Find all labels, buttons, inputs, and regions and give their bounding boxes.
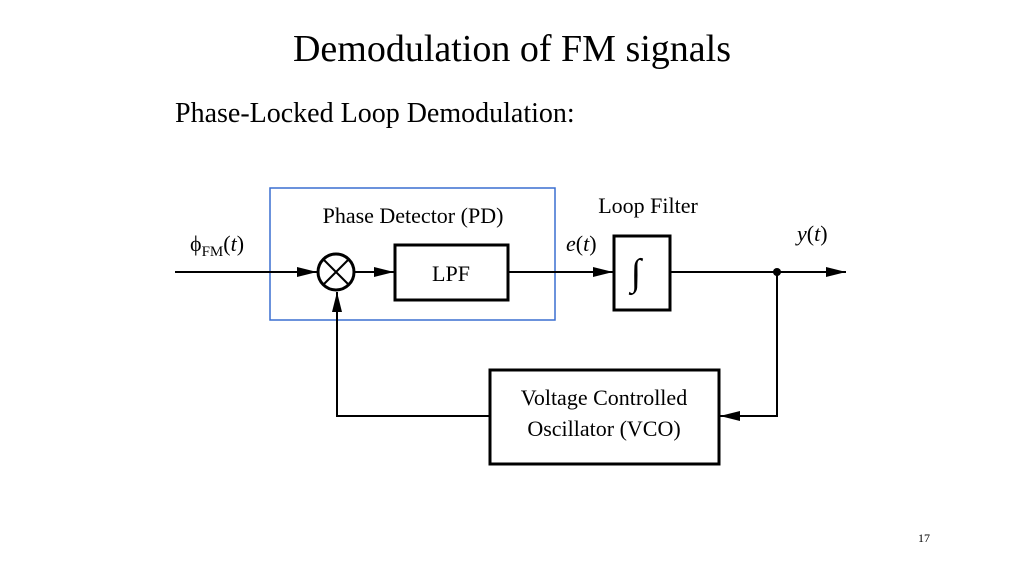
vco-to-multiplier-line <box>332 292 490 417</box>
input-signal-label: ϕFM(t) <box>190 231 244 260</box>
output-signal-open-paren: ( <box>807 221 814 246</box>
error-signal-arg: t <box>583 231 590 256</box>
error-signal-var: e <box>566 231 576 256</box>
vco-label-line2: Oscillator (VCO) <box>527 416 680 441</box>
output-signal-close-paren: ) <box>820 221 827 246</box>
input-signal-subscript: FM <box>202 244 224 260</box>
vco-block <box>488 368 721 466</box>
input-signal-symbol: ϕ <box>190 231 202 256</box>
output-signal-label: y(t) <box>795 221 828 246</box>
loop-filter-label: Loop Filter <box>598 193 698 218</box>
input-signal-var: t <box>231 231 238 256</box>
phase-detector-label: Phase Detector (PD) <box>323 203 504 228</box>
output-signal-var: y <box>795 221 807 246</box>
lpf-label: LPF <box>432 261 470 286</box>
error-signal-close-paren: ) <box>589 231 596 256</box>
input-signal-close-paren: ) <box>237 231 244 256</box>
output-signal-arg: t <box>814 221 821 246</box>
page-title: Demodulation of FM signals <box>292 28 732 70</box>
feedback-to-vco-line <box>720 272 778 421</box>
phase-detector-box <box>269 187 556 321</box>
integrator-block <box>612 234 672 312</box>
page-subtitle: Phase-Locked Loop Demodulation: <box>175 98 575 129</box>
integral-icon: ∫ <box>629 252 644 296</box>
page-number: 17 <box>918 531 930 545</box>
vco-label-line1: Voltage Controlled <box>521 385 687 410</box>
multiplier-cross-2 <box>323 259 349 285</box>
input-signal-open-paren: ( <box>223 231 230 256</box>
error-signal-label: e(t) <box>566 231 597 256</box>
error-signal-open-paren: ( <box>576 231 583 256</box>
